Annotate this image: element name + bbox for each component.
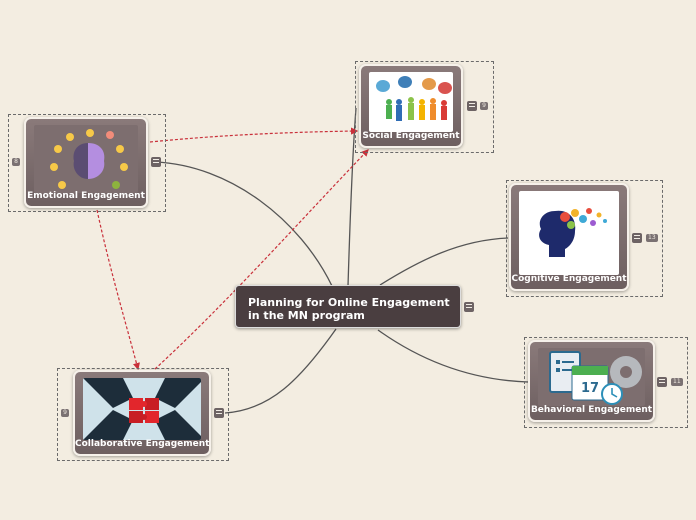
calendar-day-number: 17 [581,381,599,396]
cognitive-engagement-topic[interactable]: Cognitive Engagement [509,183,629,291]
collaborative-frame [57,368,229,461]
collaborative-count-badge[interactable]: 9 [61,409,69,417]
behavioral-frame [524,337,688,428]
relationship-emotional-collaborative [96,209,140,371]
social-engagement-label: Social Engagement [362,131,460,141]
collaborative-engagement-topic[interactable]: Collaborative Engagement [73,370,211,456]
behavioral-count-badge[interactable]: 11 [671,378,683,386]
connector-emotional [154,161,333,287]
head-gears-image [519,191,619,275]
calendar-gear-image: 17 [538,348,645,406]
central-topic[interactable]: Planning for Online Engagement in the MN… [235,285,461,328]
central-topic-line2: in the MN program [248,309,365,322]
social-count-badge[interactable]: 9 [480,102,488,110]
emotional-frame [8,114,166,212]
social-engagement-topic[interactable]: Social Engagement [359,64,463,148]
emotional-engagement-label: Emotional Engagement [27,191,145,201]
social-menu-icon[interactable] [467,101,477,111]
puzzle-hands-image [83,378,201,440]
connector-cognitive [379,237,509,286]
cognitive-count-badge[interactable]: 13 [646,234,658,242]
emotions-brain-image [34,125,138,193]
behavioral-engagement-topic[interactable]: 17 Behavioral Engagement [528,340,655,422]
collaborative-engagement-label: Collaborative Engagement [75,439,210,449]
relationship-emotional-social [149,127,359,143]
social-frame [355,61,494,153]
emotional-count-badge[interactable]: 8 [12,158,20,166]
cognitive-engagement-label: Cognitive Engagement [511,274,627,284]
cognitive-frame [506,180,663,297]
behavioral-menu-icon[interactable] [657,377,667,387]
behavioral-engagement-label: Behavioral Engagement [530,405,653,415]
emotional-engagement-topic[interactable]: Emotional Engagement [24,117,148,208]
central-menu-icon[interactable] [464,302,474,312]
connector-social [347,107,357,287]
collaborative-menu-icon[interactable] [214,408,224,418]
central-topic-line1: Planning for Online Engagement [248,296,450,309]
emotional-menu-icon[interactable] [151,157,161,167]
relationship-collaborative-social [154,149,369,370]
people-chat-image [369,72,453,132]
connector-collaborative [224,328,337,414]
cognitive-menu-icon[interactable] [632,233,642,243]
connector-behavioral [377,329,529,383]
